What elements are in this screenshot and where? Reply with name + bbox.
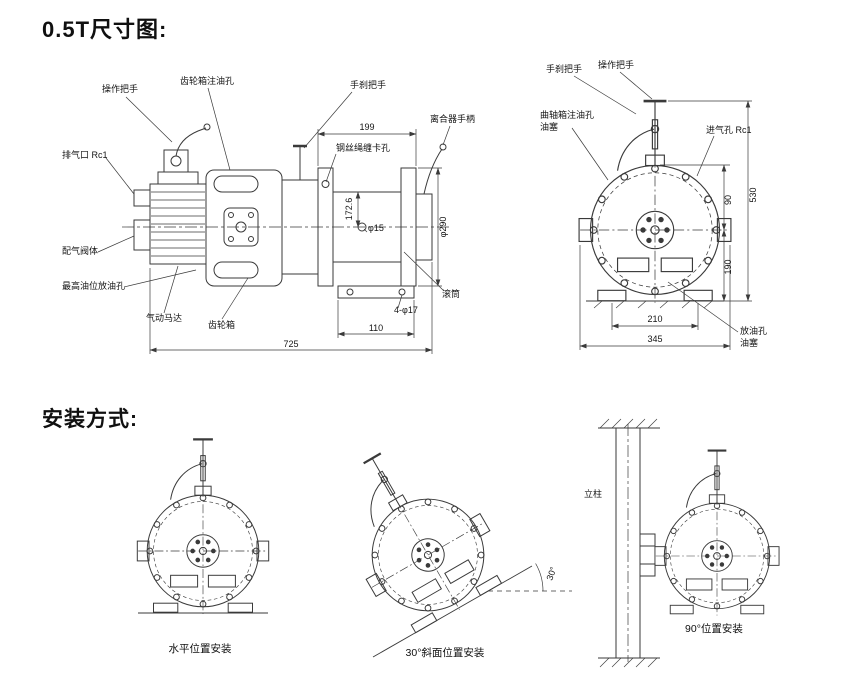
label-max-oil-level-drain-hole: 最高油位放油孔 — [62, 280, 125, 291]
dim-530-text: 530 — [748, 187, 758, 202]
dim-210-text: 210 — [647, 314, 662, 324]
dim-4-phi17-text: 4-φ17 — [394, 305, 418, 315]
angle-30-label: 30° — [544, 565, 558, 582]
gearbox-body — [205, 169, 283, 287]
label-air-inlet: 进气孔 Rc1 — [706, 124, 752, 135]
front-view-dimension-lines — [579, 100, 752, 350]
horizontal-install-caption: 水平位置安装 — [169, 642, 232, 655]
dim-190-text: 190 — [723, 259, 733, 274]
mount-bracket-top — [639, 533, 656, 547]
air-motor-body — [149, 171, 207, 265]
label-clutch-handle: 离合器手柄 — [430, 113, 475, 124]
front-view-labels: 手刹把手 操作把手 曲轴箱注油孔 油塞 进气孔 Rc1 放油孔 油塞 90 19… — [540, 59, 767, 348]
label-gearbox: 齿轮箱 — [208, 319, 235, 330]
side-view-drawing: 操作把手 齿轮箱注油孔 手刹把手 离合器手柄 钢丝绳缠卡孔 排气口 Rc1 配气… — [62, 75, 475, 354]
winch-front-symbol-incline — [314, 424, 518, 644]
label-wire-rope-clamp-hole: 钢丝绳缠卡孔 — [336, 142, 390, 153]
side-view-leader-lines — [97, 87, 451, 320]
ground-hatch — [593, 300, 713, 309]
dim-phi15-text: φ15 — [368, 223, 384, 233]
dim-90-text: 90 — [723, 195, 733, 205]
air-valve-body-fitting — [133, 219, 151, 251]
front-view-leader-lines — [571, 71, 739, 333]
label-crankcase-oil-fill-hole: 曲轴箱注油孔 — [540, 109, 594, 120]
label-drum: 滚筒 — [442, 288, 460, 299]
drum-section — [317, 143, 447, 287]
operating-handle-lever — [163, 123, 211, 173]
label-air-motor: 气动马达 — [146, 312, 182, 323]
install-vertical-view: 立柱 90°位置安装 — [584, 418, 781, 668]
install-horizontal-view: 水平位置安装 — [136, 438, 270, 655]
side-view-dimension-lines — [149, 129, 442, 354]
label-air-valve-body: 配气阀体 — [62, 245, 98, 256]
winch-front-symbol-horizontal — [136, 438, 270, 616]
dim-345-text: 345 — [647, 334, 662, 344]
label-exhaust-port: 排气口 Rc1 — [62, 149, 108, 160]
label-front-operating-handle: 操作把手 — [598, 59, 634, 70]
mount-bracket-bottom — [639, 563, 656, 577]
label-gearbox-oil-fill-hole: 齿轮箱注油孔 — [180, 75, 234, 86]
label-oil-fill-plug: 油塞 — [540, 121, 558, 132]
mounting-base-plate — [337, 285, 415, 299]
incline-surface-line — [372, 565, 533, 658]
dimension-section-title: 0.5T尺寸图: — [42, 17, 168, 42]
winch-front-symbol-vertical — [653, 449, 781, 617]
label-drain-hole: 放油孔 — [740, 325, 767, 336]
angle-arc — [535, 563, 544, 592]
vertical-install-caption: 90°位置安装 — [685, 622, 743, 635]
clutch-lever-arm — [423, 148, 443, 195]
incline-install-caption: 30°斜面位置安装 — [406, 646, 485, 659]
column-label: 立柱 — [584, 488, 602, 499]
wire-rope-clamp-hole-mark — [321, 180, 330, 188]
column-structure — [598, 418, 660, 668]
install-section-title: 安装方式: — [42, 408, 138, 431]
label-hand-brake-handle: 手刹把手 — [350, 79, 386, 90]
dim-199-text: 199 — [359, 122, 374, 132]
install-incline-view: 30° 30°斜面位置安装 — [314, 424, 572, 659]
dim-725-text: 725 — [283, 339, 298, 349]
label-front-hand-brake-handle: 手刹把手 — [546, 63, 582, 74]
dim-172-6-text: 172.6 — [344, 198, 354, 221]
label-drain-plug: 油塞 — [740, 337, 758, 348]
dim-phi290-text: φ290 — [438, 217, 448, 238]
front-view-drawing: 手刹把手 操作把手 曲轴箱注油孔 油塞 进气孔 Rc1 放油孔 油塞 90 19… — [540, 59, 767, 350]
exhaust-port-fitting — [133, 189, 151, 207]
brake-section — [281, 144, 319, 275]
side-view-labels: 操作把手 齿轮箱注油孔 手刹把手 离合器手柄 钢丝绳缠卡孔 排气口 Rc1 配气… — [62, 75, 475, 349]
dim-110-text: 110 — [369, 323, 383, 333]
label-operating-handle: 操作把手 — [102, 83, 138, 94]
